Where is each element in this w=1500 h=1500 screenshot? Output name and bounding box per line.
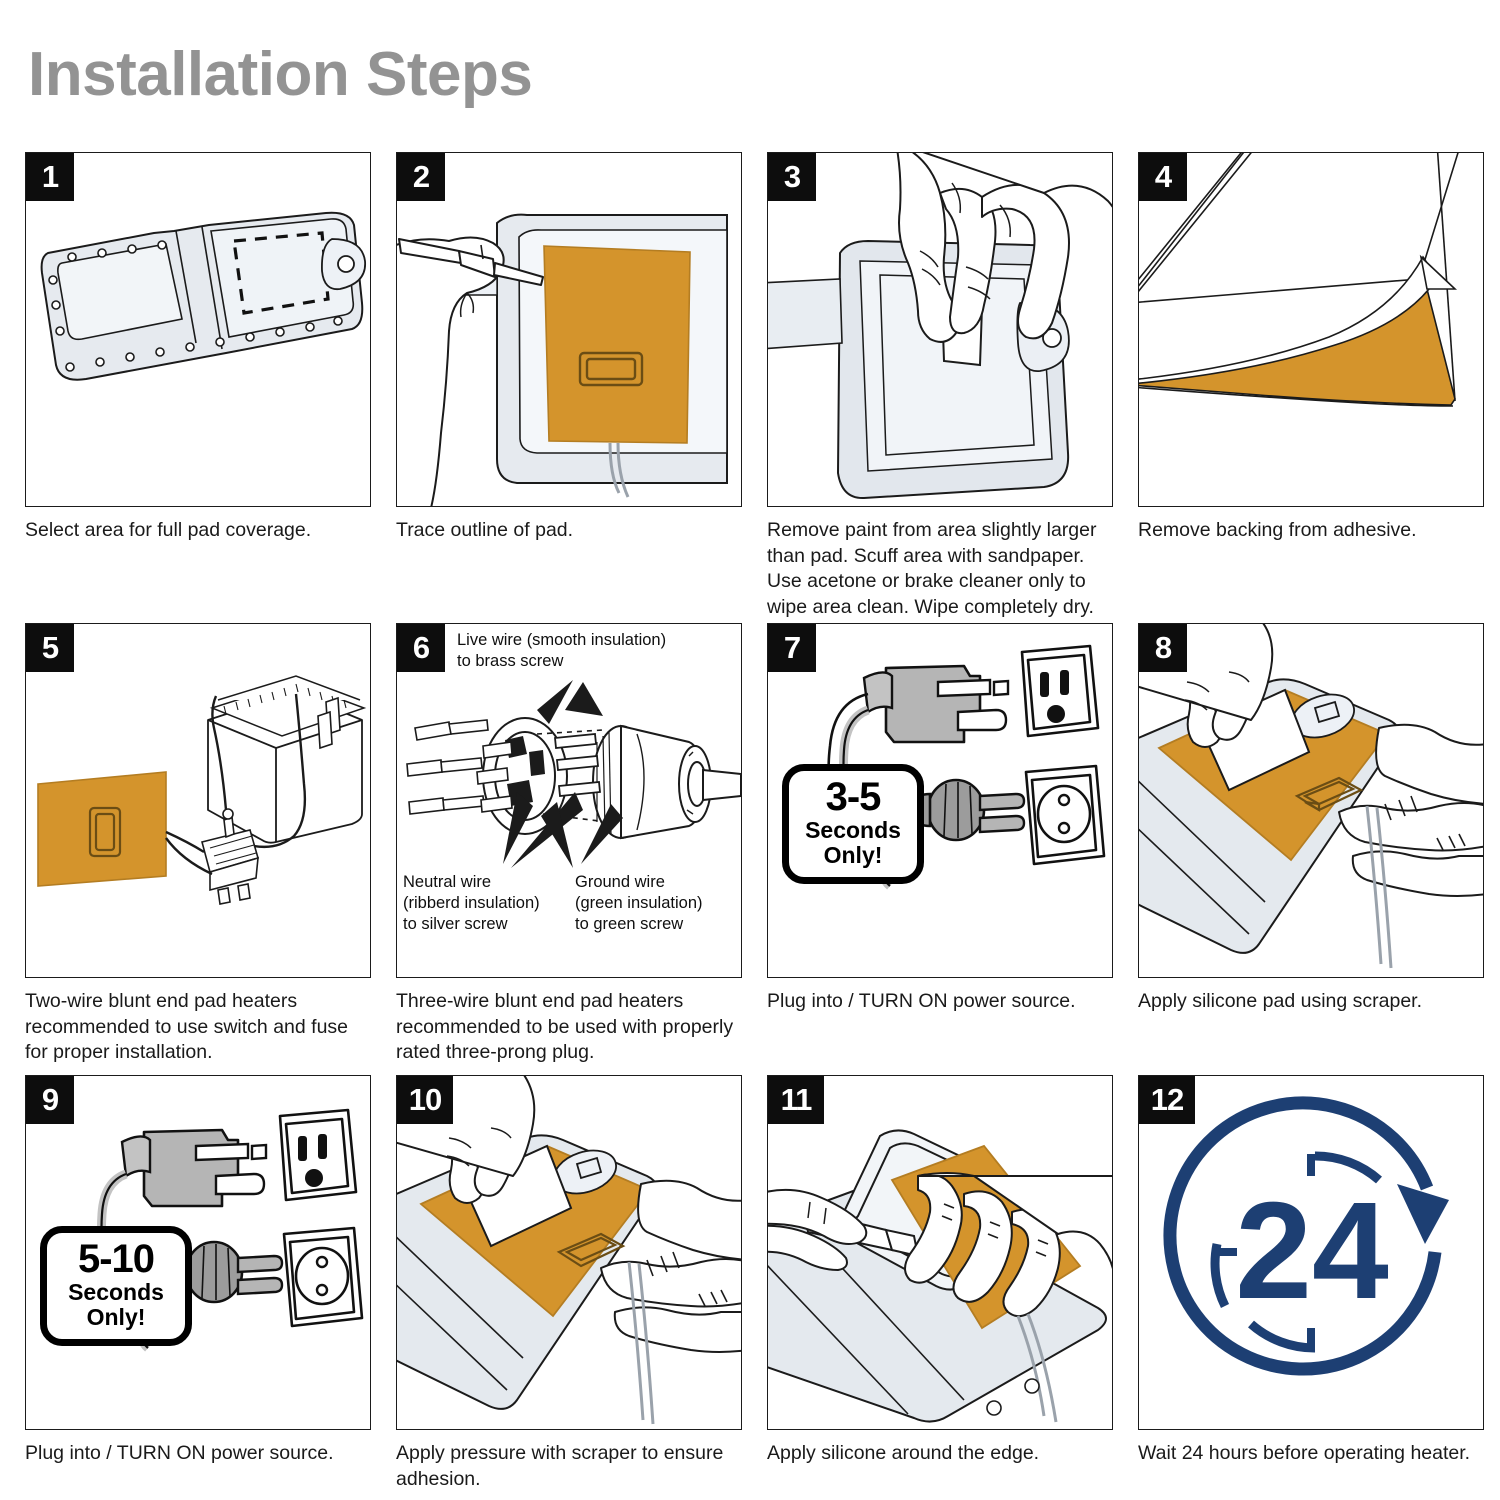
step-number-badge: 12 (1139, 1076, 1195, 1124)
timing-seconds-label: Seconds (805, 816, 901, 843)
timing-only-label: Only! (86, 1303, 146, 1330)
step-number-badge: 10 (397, 1076, 453, 1124)
step-cell-5: 5 (25, 623, 373, 1066)
step-cell-9: 9 (25, 1075, 373, 1492)
timing-seconds-label: Seconds (68, 1278, 164, 1305)
step-caption: Remove backing from adhesive. (1138, 519, 1417, 541)
step-caption: Apply silicone pad using scraper. (1138, 990, 1422, 1012)
step-panel-2: 2 (396, 152, 742, 507)
step-art-press-pad-with-scraper (397, 1076, 741, 1429)
step-art-plugs-and-outlets (26, 1076, 370, 1429)
step-caption: Two-wire blunt end pad heaters recommend… (25, 990, 349, 1064)
wire-label-live-line2: to brass screw (457, 652, 564, 671)
step-caption: Apply silicone around the edge. (767, 1442, 1040, 1464)
step-number-badge: 7 (768, 624, 816, 672)
step-caption: Remove paint from area slightly larger t… (767, 519, 1097, 619)
steps-row-1: 1 (25, 152, 1486, 621)
step-number-badge: 11 (768, 1076, 824, 1124)
step-cell-1: 1 (25, 152, 373, 621)
timing-badge: 3-5 Seconds Only! (782, 764, 924, 885)
wire-label-neutral-line1: Neutral wire (403, 873, 492, 891)
step-art-apply-pad-with-scraper (1139, 624, 1483, 977)
step-panel-11: 11 (767, 1075, 1113, 1430)
step-caption: Apply pressure with scraper to ensure ad… (396, 1442, 724, 1490)
wire-label-ground: Ground wire (green insulation) to green … (575, 872, 741, 935)
timing-only-label: Only! (823, 841, 883, 868)
step-cell-4: 4 (1138, 152, 1486, 621)
step-panel-8: 8 (1138, 623, 1484, 978)
step-caption: Trace outline of pad. (396, 519, 574, 541)
step-caption: Wait 24 hours before operating heater. (1138, 1442, 1471, 1464)
step-art-scuff-surface (768, 153, 1112, 506)
wire-label-live: Live wire (smooth insulation) to brass s… (457, 630, 741, 672)
step-panel-10: 10 (396, 1075, 742, 1430)
step-cell-7: 7 (767, 623, 1115, 1066)
step-number-badge: 4 (1139, 153, 1187, 201)
steps-row-3: 9 (25, 1075, 1486, 1492)
step-panel-1: 1 (25, 152, 371, 507)
step-panel-3: 3 (767, 152, 1113, 507)
step-art-oil-pan-target-area (26, 153, 370, 506)
step-number-badge: 6 (397, 624, 445, 672)
step-panel-12: 12 (1138, 1075, 1484, 1430)
step-art-24-hour-clock-icon: 24 (1139, 1076, 1483, 1429)
wire-label-ground-line1: Ground wire (575, 873, 665, 891)
step-cell-12: 12 (1138, 1075, 1486, 1492)
step-caption: Select area for full pad coverage. (25, 519, 312, 541)
step-number-badge: 9 (26, 1076, 74, 1124)
step-cell-3: 3 (767, 152, 1115, 621)
clock-hours-value: 24 (1235, 1174, 1389, 1328)
wire-label-neutral: Neutral wire (ribberd insulation) to sil… (403, 872, 563, 935)
step-panel-7: 7 (767, 623, 1113, 978)
page-title: Installation Steps (28, 40, 533, 109)
step-art-three-prong-plug-diagram (397, 624, 741, 977)
step-number-badge: 8 (1139, 624, 1187, 672)
wire-label-neutral-line3: to silver screw (403, 915, 508, 934)
step-cell-2: 2 (396, 152, 744, 621)
steps-row-2: 5 (25, 623, 1486, 1066)
timing-value: 3-5 (825, 775, 882, 819)
step-cell-11: 11 (767, 1075, 1115, 1492)
step-cell-8: 8 (1138, 623, 1486, 1066)
step-panel-9: 9 (25, 1075, 371, 1430)
step-caption: Plug into / TURN ON power source. (767, 990, 1076, 1012)
step-cell-6: 6 (396, 623, 744, 1066)
step-art-two-wire-switch-fuse-battery (26, 624, 370, 977)
step-panel-6: 6 (396, 623, 742, 978)
step-number-badge: 1 (26, 153, 74, 201)
step-number-badge: 3 (768, 153, 816, 201)
timing-badge: 5-10 Seconds Only! (40, 1226, 192, 1347)
step-panel-4: 4 (1138, 152, 1484, 507)
timing-value: 5-10 (77, 1237, 155, 1281)
step-art-trace-pad-outline (397, 153, 741, 506)
wire-label-neutral-line2: (ribberd insulation) (403, 894, 540, 913)
step-number-badge: 5 (26, 624, 74, 672)
wire-label-live-line1: Live wire (smooth insulation) (457, 631, 667, 649)
step-art-silicone-bead-around-edge (768, 1076, 1112, 1429)
step-cell-10: 10 (396, 1075, 744, 1492)
step-panel-5: 5 (25, 623, 371, 978)
wire-label-ground-line3: to green screw (575, 915, 684, 934)
step-art-peel-backing (1139, 153, 1483, 506)
step-caption: Plug into / TURN ON power source. (25, 1442, 334, 1464)
step-number-badge: 2 (397, 153, 445, 201)
wire-label-ground-line2: (green insulation) (575, 894, 703, 913)
step-caption: Three-wire blunt end pad heaters recomme… (396, 990, 734, 1064)
